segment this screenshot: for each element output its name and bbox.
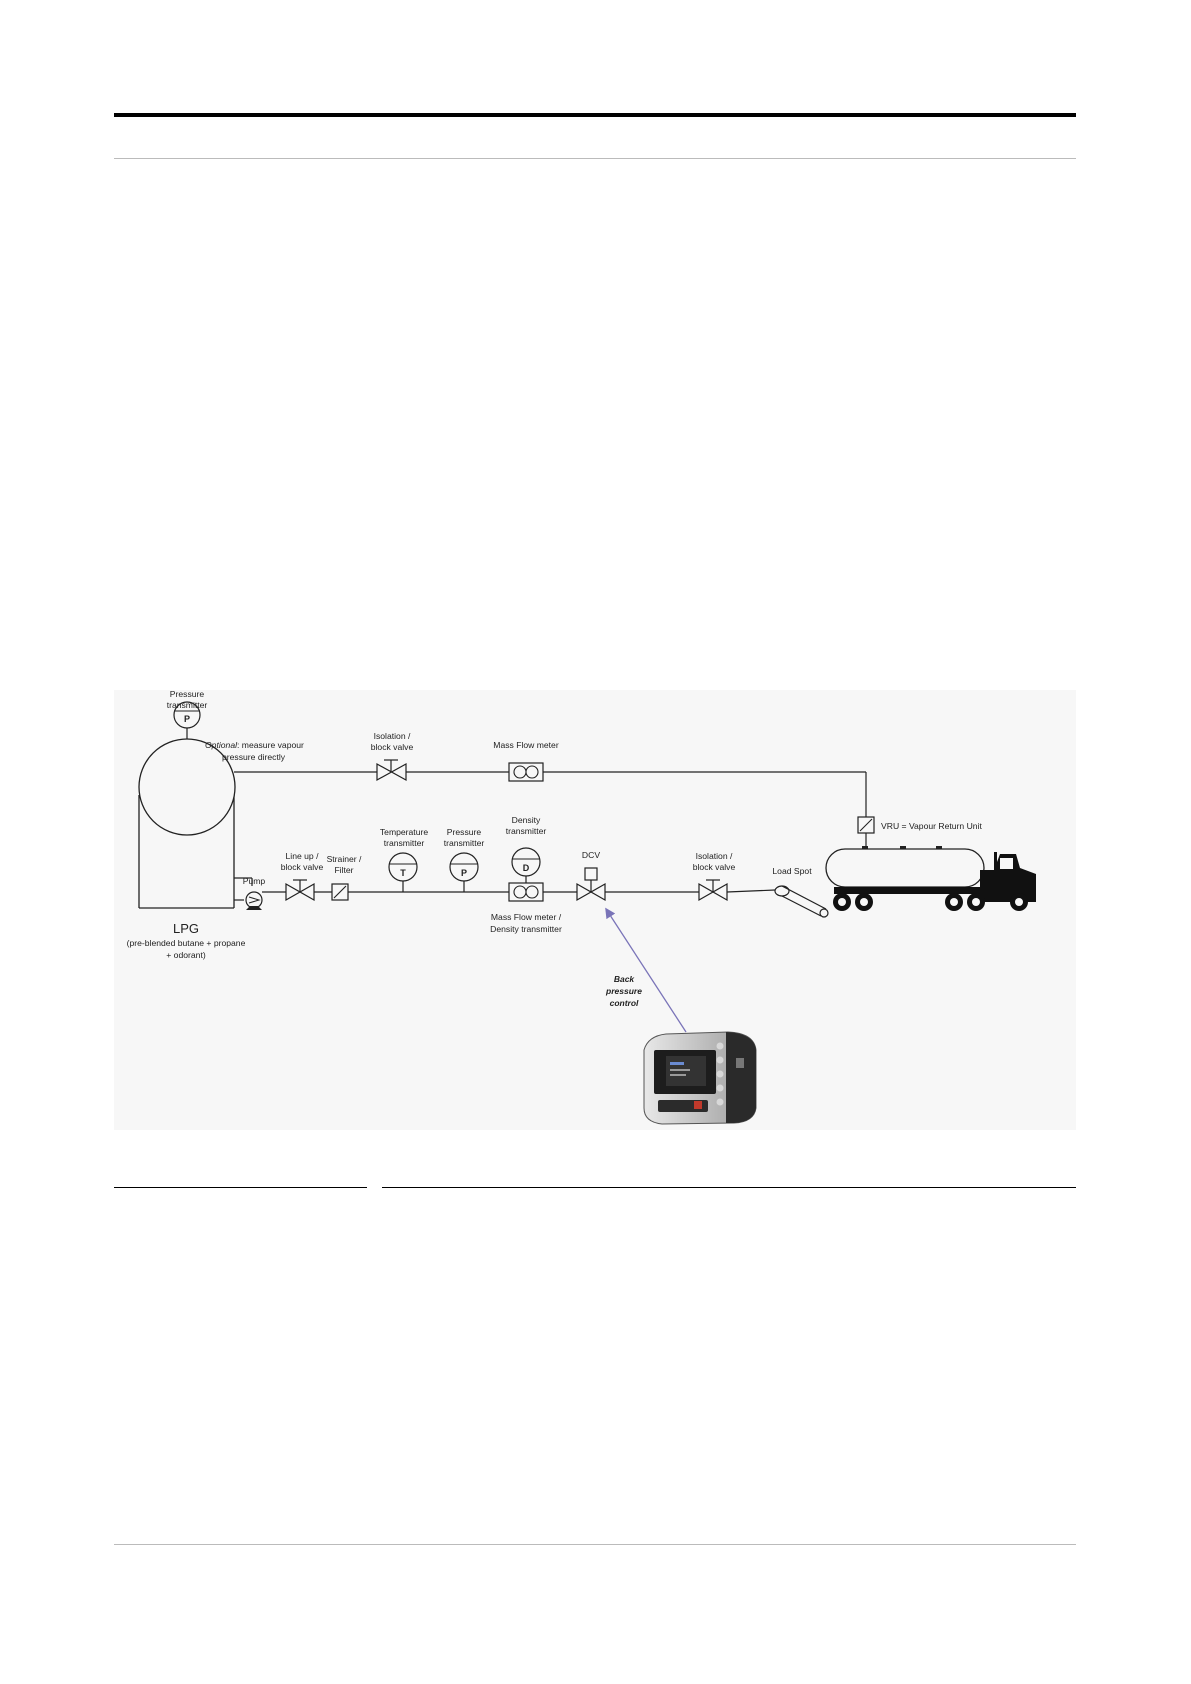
mfm-top-label: Mass Flow meter [493,740,559,750]
iso-bot-label-1: Isolation / [696,851,733,861]
lpg-tank [138,738,236,909]
iso-top-label-1: Isolation / [374,731,411,741]
caption-rule-left [114,1187,367,1188]
lpg-loading-diagram: LPG (pre-blended butane + propane + odor… [114,689,1076,1130]
caption-rule-right [382,1187,1076,1188]
tank-desc-2: + odorant) [166,950,206,960]
bpc-label-2: pressure [605,986,642,996]
strainer-label-1: Strainer / [327,854,362,864]
press-label-1: Pressure [447,827,482,837]
mfm-bot-label-1: Mass Flow meter / [491,912,562,922]
optional-note-2: pressure directly [222,752,286,762]
pressure-symbol: P [461,868,467,878]
temp-label-2: transmitter [384,838,425,848]
bpc-label-3: control [610,998,639,1008]
iso-bot-label-2: block valve [693,862,736,872]
dens-label-2: transmitter [506,826,547,836]
iso-top-label-2: block valve [371,742,414,752]
header-thin-rule [114,158,1076,159]
temperature-transmitter [388,852,418,892]
mass-flow-meter-bottom [508,847,544,902]
tank-desc-1: (pre-blended butane + propane [127,938,246,948]
bpc-label-1: Back [614,974,636,984]
load-spot-arm [774,885,829,918]
isolation-valve-top [376,759,407,782]
press-label-2: transmitter [444,838,485,848]
lineup-valve [285,879,315,902]
dens-label-1: Density [512,815,541,825]
tanker-truck-icon [825,846,1036,911]
pressure-top-symbol: P [184,714,190,724]
vru-label: VRU = Vapour Return Unit [881,821,982,831]
tank-pressure-transmitter [173,701,201,739]
lineup-label-1: Line up / [286,851,320,861]
header-thick-rule [114,113,1076,117]
lineup-label-2: block valve [281,862,324,872]
optional-note-1: Optional: measure vapour [205,740,304,750]
isolation-valve-bottom [698,879,728,902]
tank-name: LPG [173,921,199,936]
density-symbol: D [523,863,530,873]
vru-box [857,816,875,834]
dcv-valve [576,867,606,902]
flow-computer-device-icon [643,1031,757,1125]
mfm-bot-label-2: Density transmitter [490,924,562,934]
pressure-tx-top-label-2: transmitter [167,700,208,710]
temp-label-1: Temperature [380,827,428,837]
footer-rule [114,1544,1076,1545]
load-spot-label: Load Spot [772,866,812,876]
strainer-label-2: Filter [334,865,353,875]
pressure-transmitter [449,852,479,892]
back-pressure-arrow [605,907,687,1033]
temperature-symbol: T [400,868,406,878]
liquid-line-6 [726,889,776,893]
pump [245,891,263,910]
dcv-label: DCV [582,850,600,860]
pressure-tx-top-label-1: Pressure [170,690,205,699]
pump-label: Pump [243,876,266,886]
strainer [331,883,349,901]
mass-flow-meter-top [508,762,544,782]
process-flow-svg: LPG (pre-blended butane + propane + odor… [127,689,1036,1125]
